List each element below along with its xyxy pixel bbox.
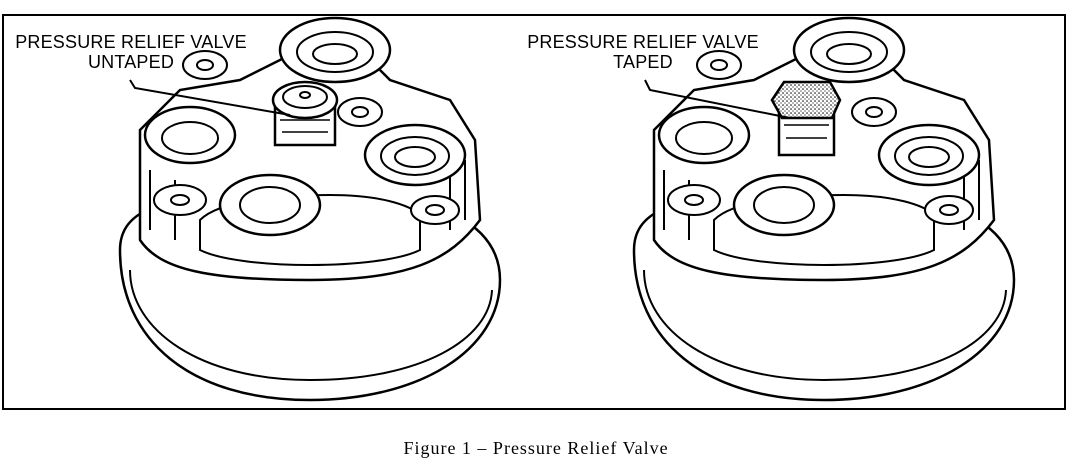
right-housing xyxy=(632,16,1016,402)
right-label-line2: TAPED xyxy=(613,52,673,72)
right-label-line1: PRESSURE RELIEF VALVE xyxy=(527,32,759,52)
figure-caption: Figure 1 – Pressure Relief Valve xyxy=(403,438,669,458)
left-label-line1: PRESSURE RELIEF VALVE xyxy=(15,32,247,52)
right-leader-line xyxy=(644,79,791,119)
figure-frame xyxy=(2,14,1066,410)
left-label-line2: UNTAPED xyxy=(87,52,175,72)
left-housing xyxy=(118,16,502,402)
left-leader-line xyxy=(129,79,291,116)
untaped-valve xyxy=(271,80,339,147)
left-callout-label: PRESSURE RELIEF VALVE UNTAPED xyxy=(0,32,262,72)
right-callout-label: PRESSURE RELIEF VALVE TAPED xyxy=(512,32,774,72)
taped-valve xyxy=(770,80,842,157)
